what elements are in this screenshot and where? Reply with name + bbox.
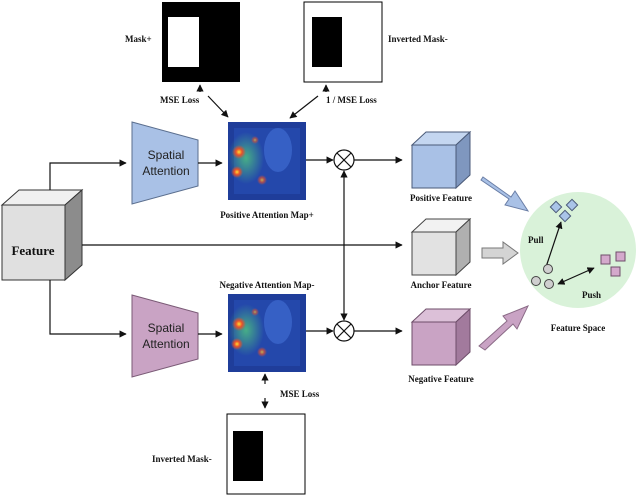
positive-attention-heatmap (228, 122, 306, 200)
push-label: Push (582, 290, 601, 300)
negative-cluster-squares (600, 251, 626, 277)
positive-attention-map-label: Positive Attention Map+ (220, 210, 314, 220)
feature-cube (0, 188, 84, 282)
negative-to-space-arrow (478, 305, 530, 351)
negative-attention-heatmap (228, 294, 306, 372)
inverted-mask-bottom-label: Inverted Mask- (152, 454, 212, 464)
spatial-attention-bottom (131, 294, 199, 378)
feature-to-sa-top-line (49, 159, 127, 190)
sa-bottom-line2: Attention (142, 337, 189, 351)
anchor-cluster-circles (531, 264, 554, 289)
invmse-to-map-arrow (289, 95, 319, 119)
anchor-feature-cube (410, 217, 472, 277)
sa-bottom-line1: Spatial (148, 321, 185, 335)
multiply-top-icon (333, 149, 355, 171)
mse-to-map-arrow (207, 95, 229, 118)
inverted-mask-top-image (303, 1, 383, 83)
inverted-mask-top-label: Inverted Mask- (388, 34, 448, 44)
negative-attention-map-label: Negative Attention Map- (220, 280, 315, 290)
feature-to-sa-bottom-line (49, 280, 127, 338)
mse-loss-top-label: MSE Loss (160, 95, 200, 105)
mask-plus-label: Mask+ (125, 34, 152, 44)
mse-loss-bottom-label: MSE Loss (280, 389, 320, 399)
sa-top-line1: Spatial (148, 148, 185, 162)
feature-label: Feature (11, 243, 54, 258)
positive-cluster-diamonds (549, 198, 579, 223)
negative-feature-label: Negative Feature (408, 374, 474, 384)
pull-arrow (545, 221, 563, 268)
inv-mse-loss-label: 1 / MSE Loss (326, 95, 377, 105)
pull-label: Pull (528, 235, 544, 245)
inverted-mask-bottom-image (226, 413, 306, 495)
multiply-bottom-icon (333, 320, 355, 342)
feature-space-circle (520, 192, 636, 308)
negative-feature-cube (410, 307, 472, 367)
sa-top-line2: Attention (142, 164, 189, 178)
mask-plus-image (162, 2, 240, 82)
push-arrow (557, 267, 595, 285)
positive-to-space-arrow (480, 176, 530, 212)
positive-feature-label: Positive Feature (410, 193, 472, 203)
anchor-to-space-arrow (481, 241, 519, 265)
positive-feature-cube (410, 130, 472, 190)
spatial-attention-top (131, 121, 199, 205)
feature-space-label: Feature Space (551, 323, 606, 333)
anchor-feature-label: Anchor Feature (411, 280, 472, 290)
